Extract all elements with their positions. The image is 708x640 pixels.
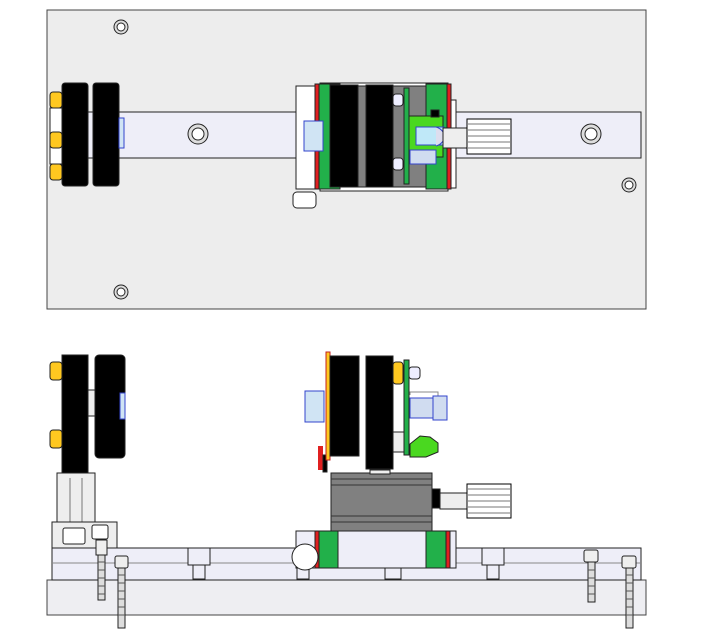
knob-icon [49, 429, 63, 449]
lens-block [61, 354, 89, 474]
lens-block [365, 355, 394, 470]
top-view [46, 9, 647, 310]
knob-icon [49, 91, 63, 109]
screw-icon [95, 539, 108, 601]
knob-shaft-top [442, 127, 468, 149]
left-mount-top [49, 82, 125, 187]
screw-icon [583, 549, 599, 603]
lens-assembly-side [304, 351, 448, 473]
left-mount-side [49, 354, 126, 549]
mount-hole-icon [113, 284, 129, 300]
knob-icon [49, 361, 63, 381]
translation-stage [330, 469, 468, 532]
side-view [46, 351, 647, 629]
screw-icon [114, 555, 129, 629]
mount-hole-icon [113, 19, 129, 35]
carriage-side [291, 530, 457, 571]
mount-hole-icon [621, 177, 637, 193]
knob-icon [392, 361, 404, 385]
knob-icon [49, 131, 63, 149]
lens-block [329, 84, 359, 188]
lens-block [329, 355, 360, 457]
lens-block [61, 82, 89, 187]
mount-hole-icon [580, 123, 602, 145]
adjust-knob-top[interactable] [466, 118, 512, 155]
screw-icon [621, 555, 637, 629]
carriage-top [292, 82, 457, 209]
lens-block [365, 84, 394, 188]
base-plate-side [46, 579, 647, 616]
knob-icon [49, 163, 63, 181]
lens-block [92, 82, 120, 187]
adjust-knob-side[interactable] [466, 483, 512, 519]
mount-hole-icon [187, 123, 209, 145]
